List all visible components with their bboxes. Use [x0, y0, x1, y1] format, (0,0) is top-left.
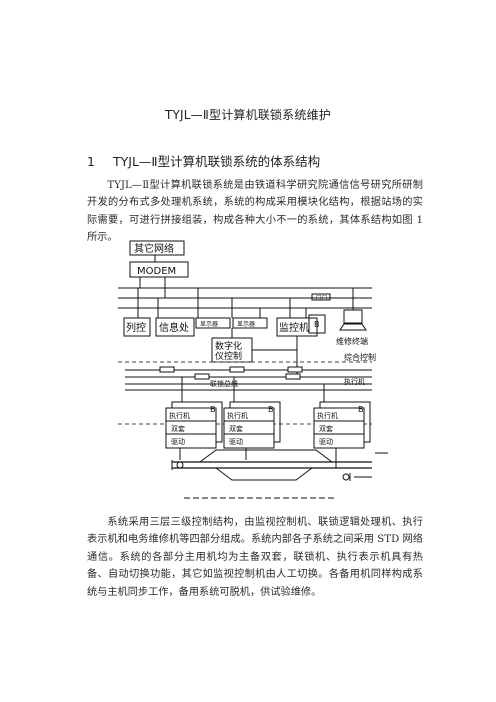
architecture-diagram: 其它网络 MODEM □□ 列控 信息处 显示器 显示器 监控机 B	[110, 236, 400, 504]
unit-2-line3: 驱动	[229, 437, 243, 446]
info-office-label: 信息处	[159, 321, 189, 334]
display-box-2	[232, 317, 268, 329]
monitor-label: 监控机	[279, 321, 309, 334]
section-number: 1	[87, 154, 95, 169]
display-box-1	[195, 317, 231, 329]
train-control-box	[123, 317, 151, 337]
unit-2-line2: 双套	[229, 424, 243, 433]
unit-b-label-2: B	[268, 405, 274, 414]
unit-1-line1: 执行机	[169, 411, 190, 420]
unit-2-line1: 执行机	[227, 411, 248, 420]
train-control-label: 列控	[126, 321, 146, 334]
network-box	[129, 240, 185, 256]
display-label-1: 显示器	[200, 321, 218, 328]
unit-box-1	[165, 407, 217, 449]
info-office-box	[155, 317, 195, 337]
maintenance-label: 维修终端	[336, 336, 368, 346]
unit-box-3	[313, 407, 365, 449]
unit-3-line3: 驱动	[319, 437, 333, 446]
terminal-screen-icon	[343, 309, 363, 324]
digital-control-label-2: 仪控制	[215, 350, 242, 362]
unit-1-line3: 驱动	[171, 437, 185, 446]
section-heading-text: TYJL—Ⅱ型计算机联锁系统的体系结构	[113, 154, 321, 169]
exec-label: 执行机	[344, 377, 365, 386]
paragraph-intro: TYJL—Ⅱ型计算机联锁系统是由铁道科学研究院通信信号研究所研制开发的分布式多处…	[87, 180, 423, 244]
modem-box	[129, 261, 189, 278]
unit-box-2	[223, 407, 275, 449]
comprehensive-label: 综合控制	[344, 352, 376, 362]
section-heading: 1 TYJL—Ⅱ型计算机联锁系统的体系结构	[87, 151, 320, 170]
display-label-2: 显示器	[237, 321, 255, 328]
unit-3-line2: 双套	[319, 424, 333, 433]
track-layout	[171, 449, 372, 481]
monitor-backup-label: B	[314, 320, 320, 329]
unit-b-label-1: B	[210, 405, 216, 414]
modem-label: MODEM	[137, 266, 176, 277]
svg-text:□□: □□	[316, 294, 327, 301]
digital-control-label-1: 数字化	[215, 340, 242, 352]
monitor-backup-box	[308, 314, 326, 334]
unit-b-label-3: B	[358, 405, 364, 414]
unit-1-line2: 双套	[171, 424, 185, 433]
document-title: TYJL—Ⅱ型计算机联锁系统维护	[165, 108, 331, 122]
paragraph-structure: 系统采用三层三级控制结构，由监视控制机、联锁逻辑处理机、执行表示机和电务维修机等…	[87, 517, 423, 598]
unit-3-line1: 执行机	[317, 411, 338, 420]
network-label: 其它网络	[134, 242, 174, 255]
